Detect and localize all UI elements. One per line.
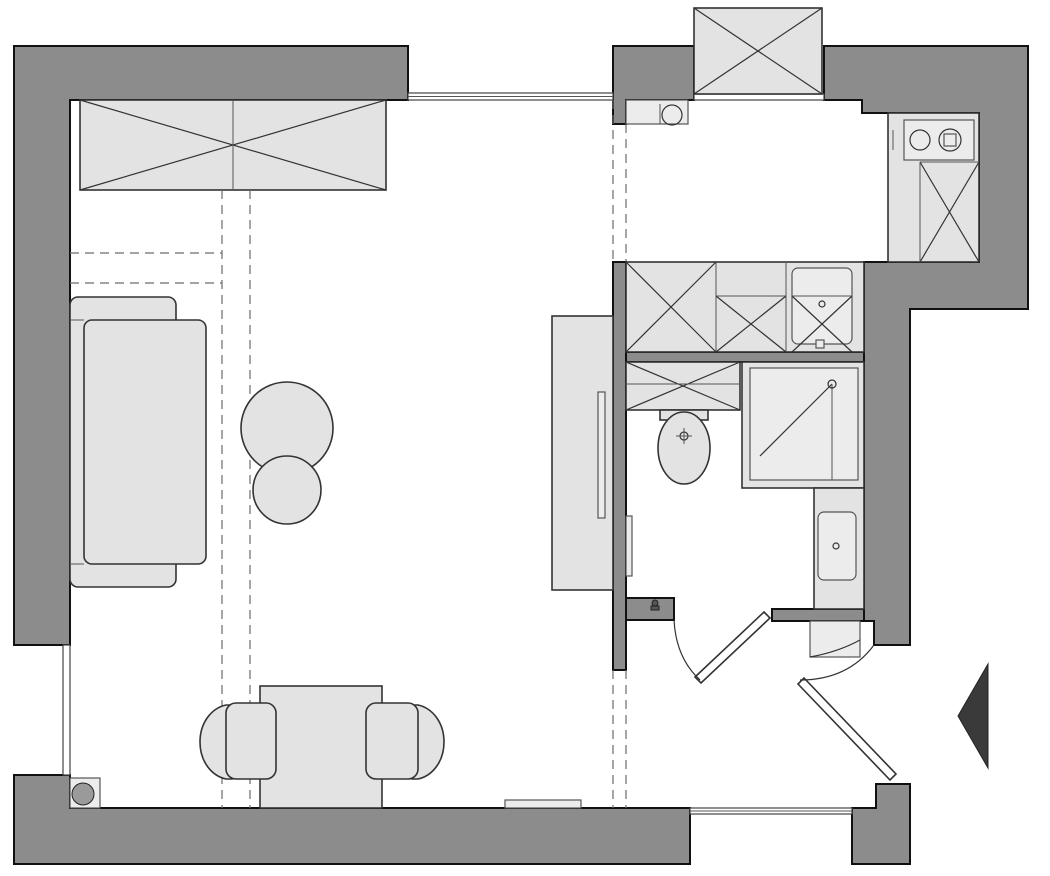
water-heater [625, 99, 689, 126]
sofa [69, 296, 207, 588]
window-kitchen-top [693, 93, 825, 101]
partition-bath-bottom-left [625, 597, 675, 621]
cooktop [887, 112, 980, 263]
bathroom [625, 361, 865, 611]
living-room [69, 99, 627, 809]
bath-sink [813, 487, 865, 610]
wall-left-upper [13, 45, 409, 646]
balcony-unit [693, 7, 823, 95]
shower [741, 361, 865, 489]
partition-horizontal [625, 351, 865, 363]
bath-cabinet [625, 361, 741, 411]
wardrobe [79, 99, 387, 191]
chair-right [365, 702, 445, 780]
window-left [62, 644, 71, 776]
chair-left [199, 702, 277, 780]
kitchen-counter [625, 261, 865, 353]
windows [62, 92, 853, 815]
wall-bottom-right [851, 783, 911, 865]
closet-door [809, 620, 861, 658]
entry-arrow-icon [957, 662, 989, 770]
coffee-table-small [252, 455, 322, 525]
partition-bath-bottom-right [771, 608, 865, 622]
partition-kitchen-bath [612, 261, 627, 671]
floor-cabinet [504, 799, 582, 809]
kitchen [625, 99, 980, 353]
toilet [657, 409, 711, 485]
entry-door [796, 644, 898, 782]
doors [673, 610, 898, 782]
dining-table [259, 685, 383, 809]
bathroom-door [673, 610, 772, 685]
boiler-icon [69, 777, 101, 809]
floor-drain-icon [650, 599, 660, 611]
tv-unit [551, 315, 614, 591]
bath-shelf [625, 515, 633, 577]
